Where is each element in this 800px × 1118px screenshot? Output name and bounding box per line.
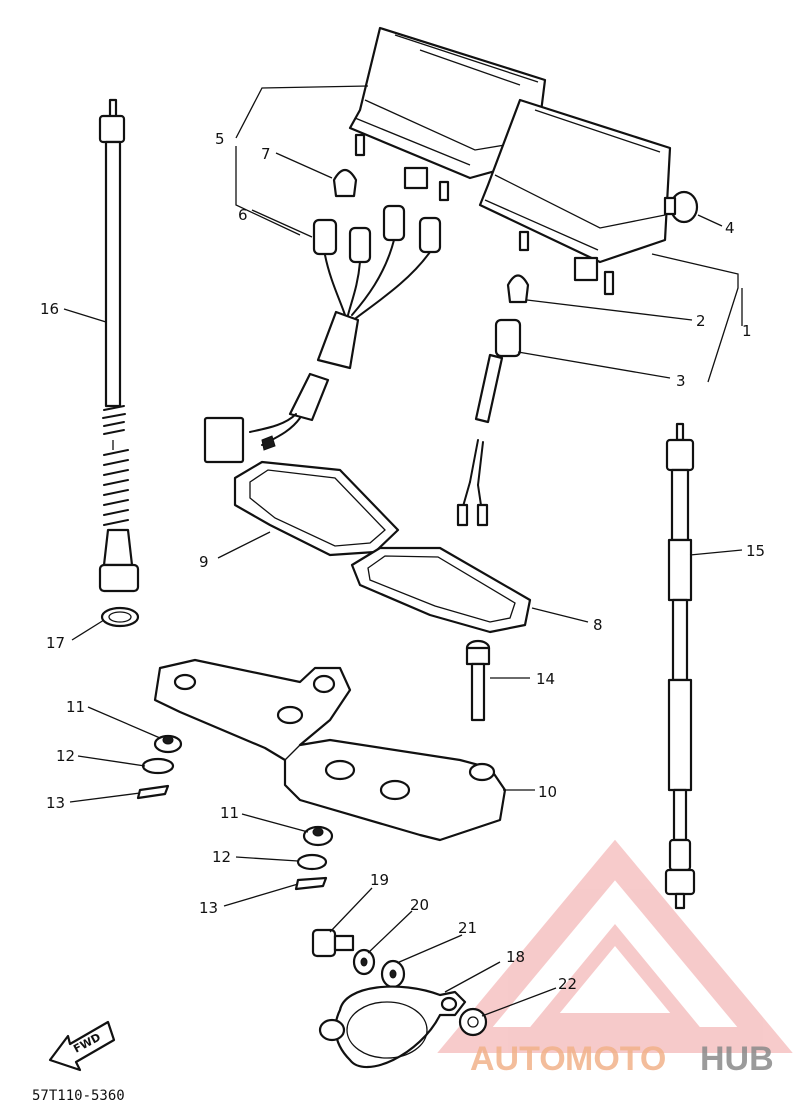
callout-14: 14	[536, 670, 555, 688]
callout-11a: 11	[66, 698, 85, 716]
washer-12b	[296, 853, 328, 871]
socket-6	[203, 204, 442, 464]
callout-5: 5	[215, 130, 225, 148]
leader-lines	[63, 85, 743, 1017]
washer-21	[380, 959, 406, 989]
callout-11b: 11	[220, 804, 239, 822]
callout-7: 7	[261, 145, 271, 163]
callout-12a: 12	[56, 747, 75, 765]
callout-19: 19	[370, 871, 389, 889]
bulb-7	[332, 168, 358, 198]
callout-8: 8	[593, 616, 603, 634]
grommet-11b	[302, 825, 334, 847]
cable-15	[664, 422, 696, 910]
watermark-logo	[437, 839, 793, 1053]
watermark-text: AUTO MOTO HUB	[470, 1040, 774, 1078]
bracket-10	[153, 658, 507, 842]
gasket-9	[233, 460, 400, 557]
callout-1: 1	[742, 322, 752, 340]
watermark-moto: MOTO	[565, 1040, 666, 1078]
callout-2: 2	[696, 312, 706, 330]
callout-6: 6	[238, 206, 248, 224]
callout-labels: 1 2 3 4 5 6 7 8 9 10 11 11 12 12 13 13 1…	[40, 130, 765, 993]
fwd-arrow-icon: FWD	[48, 1020, 116, 1072]
callout-13b: 13	[199, 899, 218, 917]
watermark-auto: AUTO	[470, 1040, 566, 1078]
grommet-11a	[153, 734, 183, 754]
callout-10: 10	[538, 783, 557, 801]
nut-13a	[136, 784, 170, 800]
callout-15: 15	[746, 542, 765, 560]
bolt-19	[311, 928, 355, 958]
clamp-18	[318, 985, 467, 1069]
callout-4: 4	[725, 219, 735, 237]
callout-21: 21	[458, 919, 477, 937]
washer-20	[352, 948, 376, 976]
socket-3	[456, 318, 522, 527]
callout-9: 9	[199, 553, 209, 571]
washer-12a	[141, 757, 175, 775]
callout-3: 3	[676, 372, 686, 390]
callout-18: 18	[506, 948, 525, 966]
callout-12b: 12	[212, 848, 231, 866]
bolt-14	[465, 639, 491, 722]
callout-17: 17	[46, 634, 65, 652]
gasket-8	[350, 546, 532, 634]
nut-22	[458, 1007, 488, 1037]
callout-13a: 13	[46, 794, 65, 812]
speedometer-housing	[348, 26, 547, 202]
nut-13b	[294, 876, 328, 891]
oring-17	[100, 606, 140, 628]
callout-22: 22	[558, 975, 577, 993]
cable-16	[98, 98, 140, 593]
callout-20: 20	[410, 896, 429, 914]
callout-16: 16	[40, 300, 59, 318]
tachometer-housing	[478, 98, 699, 296]
bulb-2	[506, 274, 530, 304]
drawing-code: 57T110-5360	[32, 1088, 125, 1104]
watermark-hub: HUB	[700, 1040, 774, 1078]
